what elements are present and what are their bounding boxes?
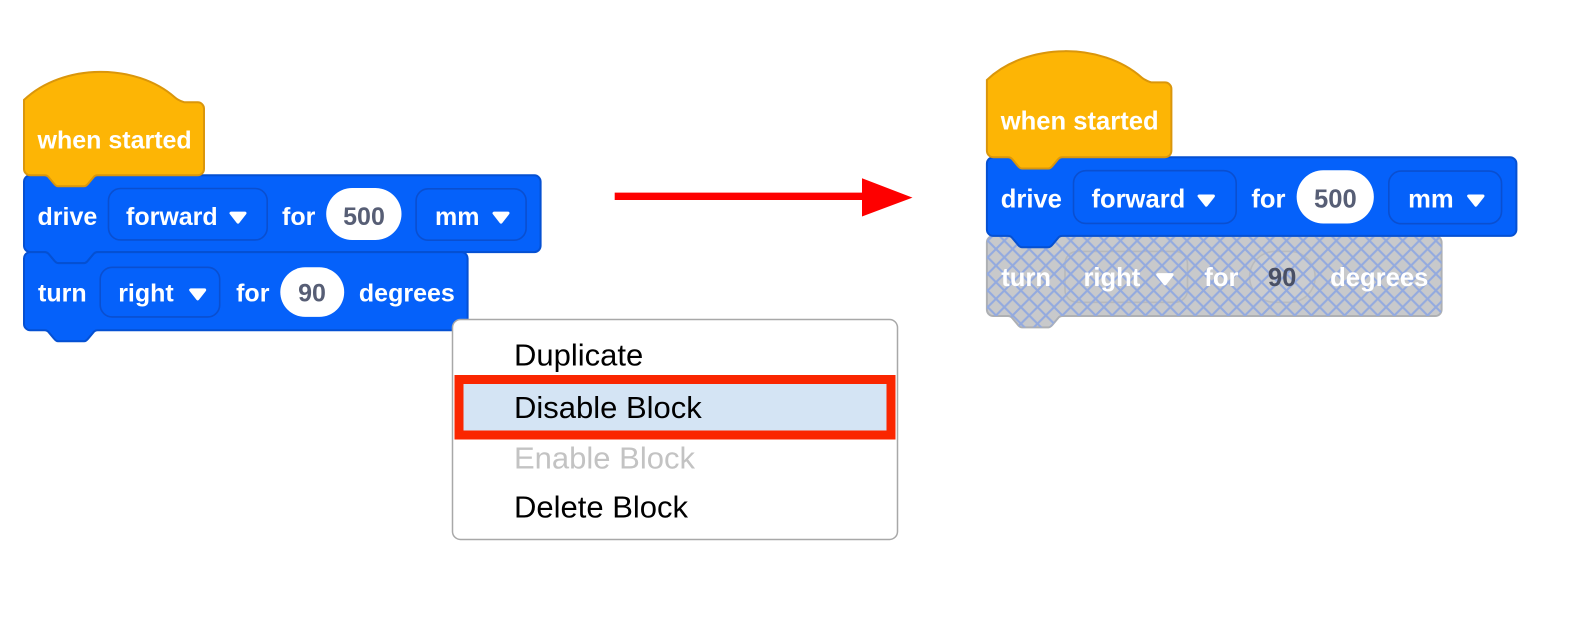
svg-text:turn: turn — [38, 279, 87, 307]
svg-text:forward: forward — [126, 203, 218, 231]
svg-text:90: 90 — [298, 279, 326, 307]
svg-text:Enable Block: Enable Block — [514, 441, 695, 476]
svg-text:Delete Block: Delete Block — [514, 490, 689, 525]
svg-text:Duplicate: Duplicate — [514, 338, 643, 373]
svg-text:drive: drive — [1001, 186, 1062, 214]
svg-text:500: 500 — [1314, 186, 1357, 214]
svg-text:for: for — [1204, 264, 1238, 292]
svg-text:degrees: degrees — [359, 279, 455, 307]
svg-text:forward: forward — [1091, 186, 1185, 214]
svg-text:mm: mm — [1408, 186, 1454, 214]
svg-text:right: right — [1083, 264, 1140, 292]
svg-text:when started: when started — [37, 126, 192, 154]
svg-text:degrees: degrees — [1330, 264, 1428, 292]
svg-text:for: for — [282, 203, 316, 231]
svg-text:when started: when started — [1000, 107, 1159, 135]
svg-text:right: right — [118, 279, 174, 307]
svg-text:mm: mm — [435, 203, 479, 231]
svg-text:for: for — [236, 279, 270, 307]
svg-text:for: for — [1251, 186, 1285, 214]
svg-text:drive: drive — [38, 203, 98, 231]
svg-text:90: 90 — [1268, 264, 1296, 292]
svg-text:turn: turn — [1001, 264, 1051, 292]
svg-text:500: 500 — [343, 203, 385, 231]
svg-text:Disable Block: Disable Block — [514, 390, 702, 425]
